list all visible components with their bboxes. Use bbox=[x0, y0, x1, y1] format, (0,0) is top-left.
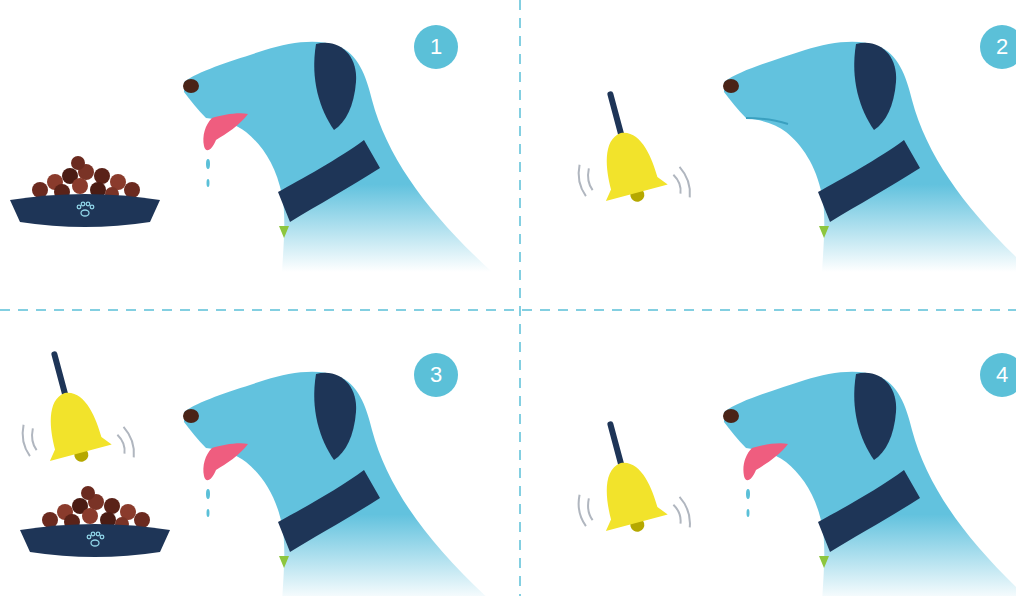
step-number: 1 bbox=[430, 36, 442, 58]
step-number-circle: 3 bbox=[414, 353, 458, 397]
food-bowl bbox=[10, 156, 160, 227]
bell bbox=[560, 411, 693, 554]
step-number-circle: 4 bbox=[980, 353, 1016, 397]
divider-line bbox=[519, 0, 521, 596]
food-bowl bbox=[20, 486, 170, 557]
step-number-circle: 2 bbox=[980, 25, 1016, 69]
step-number: 4 bbox=[996, 364, 1008, 386]
divider-line bbox=[0, 309, 1016, 311]
bell bbox=[560, 81, 693, 224]
bell bbox=[4, 341, 137, 484]
dog-head bbox=[723, 42, 1016, 272]
step-number: 2 bbox=[996, 36, 1008, 58]
step-number-circle: 1 bbox=[414, 25, 458, 69]
drool bbox=[743, 443, 788, 517]
drool bbox=[203, 113, 248, 187]
dog-head bbox=[723, 372, 1016, 596]
dog-head bbox=[183, 42, 492, 272]
drool bbox=[203, 443, 248, 517]
dog-head bbox=[183, 372, 492, 596]
step-number: 3 bbox=[430, 364, 442, 386]
dog-mouth bbox=[746, 118, 788, 124]
